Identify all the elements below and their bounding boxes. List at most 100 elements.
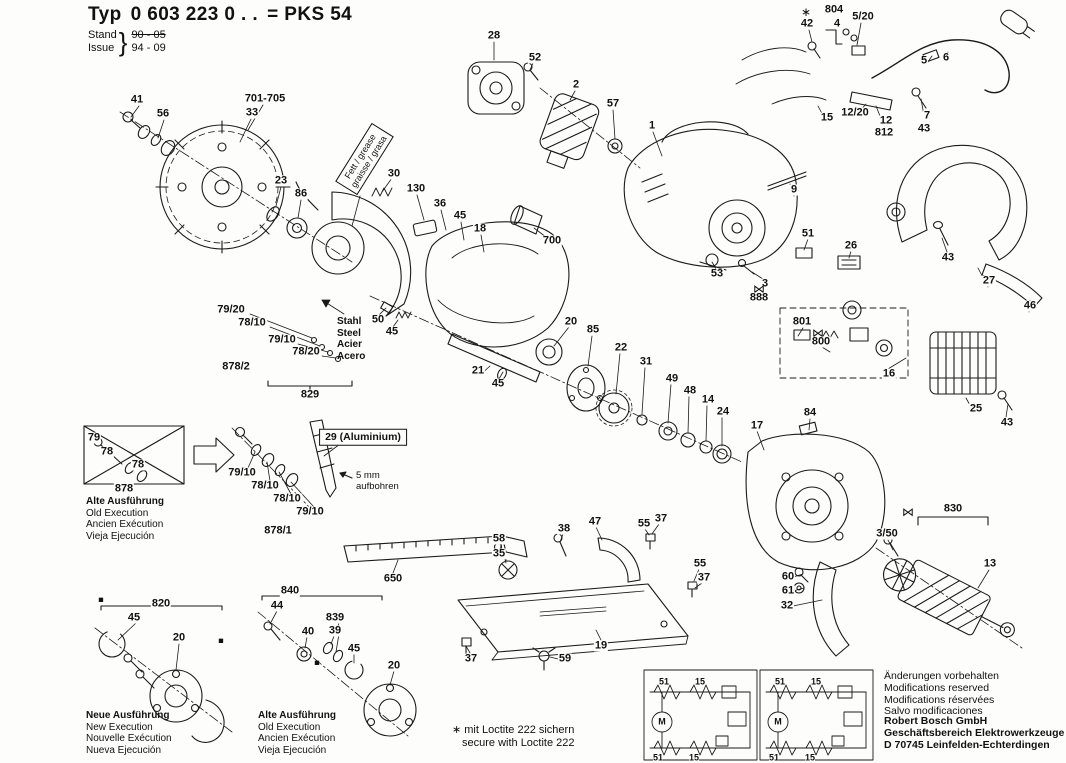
drill-note: 5 mm aufbohren <box>356 470 399 492</box>
part-label-78: 78 <box>130 458 146 471</box>
part-label-829: 829 <box>299 388 321 401</box>
type-label: Typ <box>88 4 122 25</box>
part-label-22: 22 <box>613 341 629 354</box>
part-label-25: 25 <box>968 402 984 415</box>
part-label-5-20: 5/20 <box>851 10 875 23</box>
part-label-26: 26 <box>843 239 859 252</box>
part-label-12: 12 <box>878 114 894 127</box>
part-label-35: 35 <box>491 547 507 560</box>
company-address: D 70745 Leinfelden-Echterdingen <box>884 738 1050 751</box>
revision-values: 90 - 05 94 - 09 <box>131 29 165 55</box>
new-exec-fr: Nouvelle Exécution <box>86 733 172 744</box>
part-label-37: 37 <box>696 571 712 584</box>
drill-note-line2: aufbohren <box>356 481 399 492</box>
old-exec-1-es: Vieja Ejecución <box>86 530 155 542</box>
part-label-700: 700 <box>541 234 563 247</box>
part-label-16: 16 <box>881 367 897 380</box>
part-label-17: 17 <box>749 419 765 432</box>
part-label-29-aluminium: 29 (Aluminium) <box>319 428 407 446</box>
part-label-31: 31 <box>638 355 654 368</box>
part-label-14: 14 <box>700 393 716 406</box>
part-label-888: 888 <box>748 291 770 304</box>
old-execution-note-1: Alte Ausführung Old Execution Ancien Exé… <box>86 496 164 542</box>
company-name: Robert Bosch GmbH <box>884 715 988 727</box>
part-label-4: 4 <box>832 17 842 30</box>
part-label-42: 42 <box>799 17 815 30</box>
revision-labels: Stand Issue <box>88 29 117 55</box>
part-label-15: 15 <box>694 676 706 687</box>
part-label-30: 30 <box>386 167 402 180</box>
part-label-820: 820 <box>150 597 172 610</box>
part-label-51: 51 <box>652 752 664 763</box>
new-exec-es: Nueva Ejecución <box>86 744 162 756</box>
part-label-m: M <box>774 716 782 727</box>
part-label-37: 37 <box>653 512 669 525</box>
part-label-41: 41 <box>129 93 145 106</box>
old-exec-1-en: Old Execution <box>86 507 149 519</box>
stand-label: Stand <box>88 29 117 41</box>
part-label-51: 51 <box>800 227 816 240</box>
part-label-27: 27 <box>981 274 997 287</box>
part-label-21: 21 <box>470 364 486 377</box>
part-label-39: 39 <box>327 624 343 637</box>
part-label-m: M <box>658 716 666 727</box>
loctite-note-en: secure with Loctite 222 <box>462 736 575 749</box>
part-label-830: 830 <box>942 502 964 515</box>
modifications-es: Salvo modificaciones <box>884 705 983 718</box>
old-exec-2-es: Vieja Ejecución <box>258 744 327 756</box>
part-label-: ⋈ <box>902 505 914 519</box>
loctite-note: ∗ mit Loctite 222 sichern secure with Lo… <box>452 724 575 749</box>
part-label-43: 43 <box>916 122 932 135</box>
part-label-33: 33 <box>244 106 260 119</box>
part-label-800: 800 <box>810 335 832 348</box>
part-label-50: 50 <box>370 313 386 326</box>
part-label-3: 3 <box>760 277 770 290</box>
part-label-79-10: 79/10 <box>295 505 325 518</box>
part-label-79-10: 79/10 <box>227 466 257 479</box>
part-label-: ⋈ <box>753 282 765 296</box>
part-label-: ■ <box>218 635 224 646</box>
part-label-78-10: 78/10 <box>272 492 302 505</box>
part-label-45: 45 <box>384 325 400 338</box>
part-label-878-2: 878/2 <box>221 360 251 373</box>
type-number: 0 603 223 0 . . <box>130 4 259 25</box>
part-label-20: 20 <box>171 631 187 644</box>
part-label-79-20: 79/20 <box>216 303 246 316</box>
part-label-878-1: 878/1 <box>263 524 293 537</box>
part-label-3-50: 3/50 <box>875 527 899 540</box>
part-label-15: 15 <box>819 111 835 124</box>
part-label-18: 18 <box>472 222 488 235</box>
part-label-40: 40 <box>300 625 316 638</box>
material-note: Stahl Steel Acier Acero <box>337 316 365 362</box>
new-exec-en: New Execution <box>86 721 153 733</box>
revision-block: Stand Issue } 90 - 05 94 - 09 <box>88 29 166 55</box>
old-exec-2-fr: Ancien Exécution <box>258 733 336 744</box>
part-label-15: 15 <box>688 752 700 763</box>
old-exec-2-de: Alte Ausführung <box>258 710 336 721</box>
new-exec-de: Neue Ausführung <box>86 710 170 721</box>
part-label-20: 20 <box>563 315 579 328</box>
company-block: Robert Bosch GmbH Geschäftsbereich Elekt… <box>884 715 1064 751</box>
part-label-46: 46 <box>1022 299 1038 312</box>
part-label-79-10: 79/10 <box>267 333 297 346</box>
revision-brace: } <box>118 26 128 57</box>
part-label-52: 52 <box>527 51 543 64</box>
modifications-en: Modifications reserved <box>884 681 990 694</box>
material-note-es: Acero <box>337 350 366 362</box>
part-label-28: 28 <box>486 29 502 42</box>
new-execution-note: Neue Ausführung New Execution Nouvelle E… <box>86 710 172 756</box>
loctite-note-de: ∗ mit Loctite 222 sichern <box>452 724 575 736</box>
part-label-5: 5 <box>919 54 929 67</box>
part-label-38: 38 <box>556 522 572 535</box>
material-note-fr: Acier <box>337 339 363 350</box>
part-label-45: 45 <box>346 642 362 655</box>
stand-value: 90 - 05 <box>131 29 166 41</box>
old-execution-note-2: Alte Ausführung Old Execution Ancien Exé… <box>258 710 336 756</box>
part-label-: ⋈ <box>812 326 824 340</box>
part-label-51: 51 <box>774 676 786 687</box>
part-label-13: 13 <box>982 557 998 570</box>
part-label-61: 61 <box>780 584 796 597</box>
part-label-43: 43 <box>940 251 956 264</box>
